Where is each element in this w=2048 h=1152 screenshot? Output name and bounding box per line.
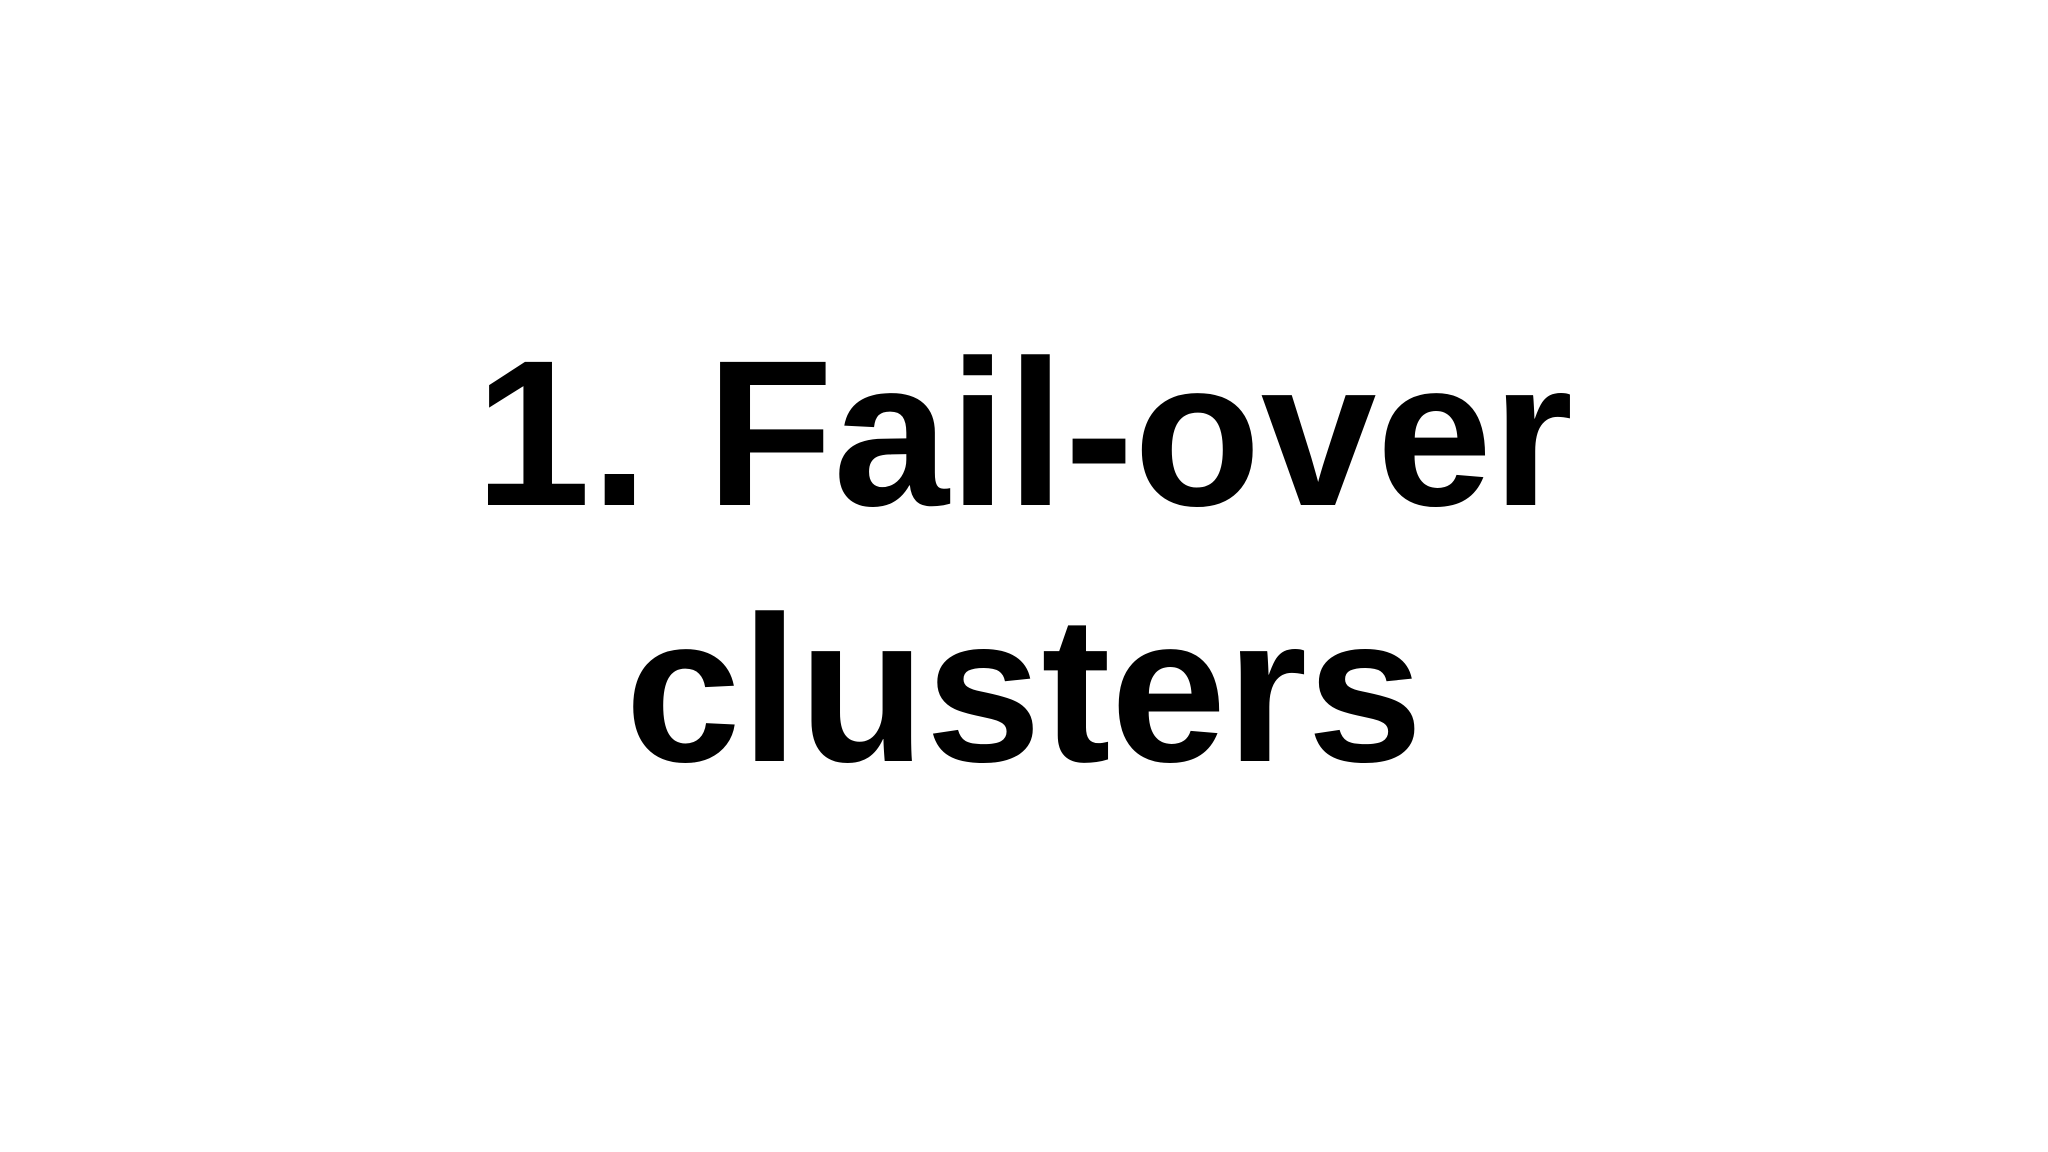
slide-title-line-1: 1. Fail-over <box>474 318 1574 550</box>
slide-title: 1. Fail-over clusters <box>124 306 1924 818</box>
slide-title-line-2: clusters <box>625 574 1423 806</box>
